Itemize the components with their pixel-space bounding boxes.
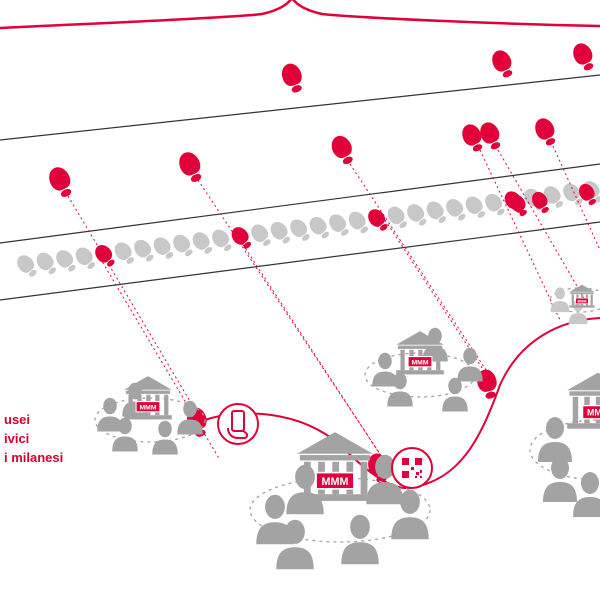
person-icon xyxy=(341,514,379,565)
museum-badge-label: MMM xyxy=(140,404,157,411)
museum-building-icon: MMM xyxy=(396,331,444,375)
footprint-icon xyxy=(325,210,353,240)
museum-building-icon: MMM xyxy=(569,284,595,308)
museum-badge-label: MMM xyxy=(322,476,349,488)
footprint-icon xyxy=(403,200,431,230)
phone-hand-icon xyxy=(217,403,259,445)
footprint-icon xyxy=(72,244,100,273)
footprint-icon xyxy=(481,190,509,219)
footprint-icon xyxy=(462,193,490,222)
person-icon xyxy=(573,472,600,517)
footprint-icon xyxy=(175,148,207,186)
footprint-icon xyxy=(247,221,275,250)
connector-line xyxy=(384,219,491,381)
group-ring xyxy=(529,419,600,481)
person-icon xyxy=(543,457,577,502)
museum-badge: MMM xyxy=(575,297,589,304)
museum-badge: MMM xyxy=(407,356,433,368)
footprint-icon xyxy=(45,163,77,201)
legend-line-1: usei xyxy=(4,412,30,427)
footprint-icon xyxy=(91,241,119,271)
footprint-icon xyxy=(531,115,561,149)
lane-line-2 xyxy=(0,163,600,244)
top-bracket xyxy=(0,0,600,30)
museum-badge-label: MMM xyxy=(412,359,429,366)
museum-badge-label: MMM xyxy=(578,299,587,303)
footprint-icon xyxy=(169,231,197,260)
footprint-icon xyxy=(267,218,295,248)
person-icon xyxy=(457,347,483,382)
footprint-icon xyxy=(327,132,358,168)
footprint-icon xyxy=(13,251,41,281)
footprint-icon xyxy=(442,195,470,225)
museum-building-icon: MMM xyxy=(297,432,373,501)
footprint-icon xyxy=(345,208,373,237)
footprint-icon xyxy=(384,203,412,232)
museum-badge: MMM xyxy=(135,401,161,413)
footprint-icon xyxy=(111,238,139,268)
museum-building-icon: MMM xyxy=(567,372,600,429)
footprint-icon xyxy=(278,60,307,96)
person-icon xyxy=(550,287,570,313)
museum-badge-label: MMM xyxy=(587,408,600,418)
footprint-icon xyxy=(228,223,256,253)
footprint-icon xyxy=(488,47,518,81)
qr-code-icon xyxy=(391,447,433,489)
museum-building-icon: MMM xyxy=(124,376,172,420)
footprint-icon xyxy=(52,246,80,276)
person-icon xyxy=(152,420,178,455)
legend-line-2: ivici xyxy=(4,431,29,446)
legend-line-3: i milanesi xyxy=(4,450,63,465)
museum-buildings: MMM MMM MMM MMM MMM xyxy=(124,284,600,501)
footprint-icon xyxy=(286,216,314,245)
museum-badge: MMM xyxy=(581,404,600,420)
connector-line xyxy=(349,163,491,377)
connector-line xyxy=(552,145,600,251)
museum-badge: MMM xyxy=(315,471,355,490)
footprint-icon xyxy=(189,228,217,258)
lane-line-1 xyxy=(0,74,600,141)
connector-line xyxy=(67,195,201,419)
footprint-icon xyxy=(569,40,599,74)
legend-text: usei ivici i milanesi xyxy=(4,412,63,465)
connector-line xyxy=(497,149,586,301)
connector-line xyxy=(479,149,561,321)
footprint-icon xyxy=(364,205,392,235)
footprint-icon xyxy=(130,236,158,265)
connector-line xyxy=(239,239,386,463)
footprint-icon xyxy=(306,213,334,242)
footprint-icon xyxy=(150,233,178,263)
visitor-groups xyxy=(94,287,600,570)
lane-line-3 xyxy=(0,221,600,301)
footprint-icon xyxy=(423,198,451,227)
footprint-icon xyxy=(33,249,61,278)
